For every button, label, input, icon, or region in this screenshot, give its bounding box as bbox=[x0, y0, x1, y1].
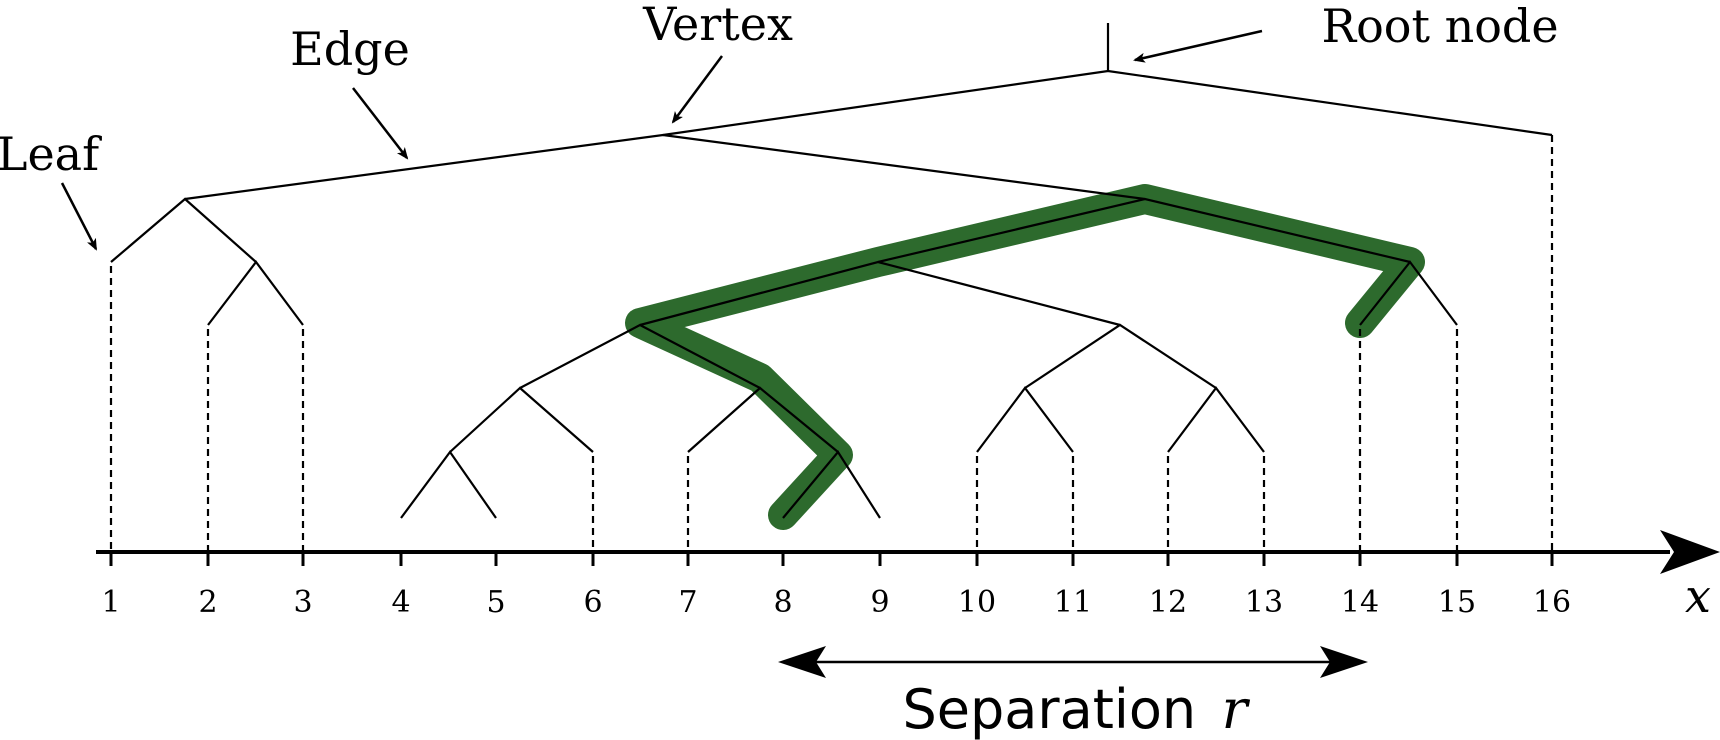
vertex-4-5 bbox=[400, 450, 497, 519]
root-node-label: Root node bbox=[1321, 0, 1558, 53]
tick-label: 13 bbox=[1245, 585, 1283, 620]
vertex-8-9 bbox=[782, 450, 881, 519]
vertex-4-6 bbox=[449, 386, 594, 453]
leaf-label: Leaf bbox=[0, 127, 102, 181]
separation-word: Separation bbox=[903, 678, 1197, 740]
separation-arrowhead-left-icon bbox=[778, 646, 826, 678]
leaf-drop-lines bbox=[109, 135, 1554, 552]
axis-ticks bbox=[109, 552, 1554, 566]
tick-label: 4 bbox=[391, 585, 410, 620]
tick-label: 16 bbox=[1533, 585, 1571, 620]
tick-label: 15 bbox=[1438, 585, 1476, 620]
separation-label: Separation r bbox=[903, 678, 1251, 740]
tick-label: 6 bbox=[583, 585, 602, 620]
vertex-pointer-arrow-icon bbox=[671, 55, 724, 124]
tick-label: 5 bbox=[486, 585, 505, 620]
x-axis-label: x bbox=[1685, 569, 1711, 623]
tick-label: 8 bbox=[773, 585, 792, 620]
vertex-4-9 bbox=[519, 323, 761, 389]
tick-labels: 1 2 3 4 5 6 7 8 9 10 11 12 13 14 15 16 bbox=[101, 585, 1571, 620]
tick-label: 7 bbox=[678, 585, 697, 620]
edge-pointer-arrow-icon bbox=[352, 87, 409, 160]
vertex-label: Vertex bbox=[642, 0, 793, 51]
vertex-12-13 bbox=[1167, 386, 1265, 453]
root-node-edges bbox=[662, 69, 1553, 137]
vertex-12-edges bbox=[877, 197, 1411, 264]
tick-label: 10 bbox=[958, 585, 996, 620]
separation-variable: r bbox=[1222, 678, 1251, 740]
root-node-pointer-arrow-icon bbox=[1133, 29, 1263, 63]
vertex-9-edges bbox=[639, 260, 1121, 327]
tick-label: 2 bbox=[198, 585, 217, 620]
vertex-7-9 bbox=[687, 386, 839, 453]
vertex-10-13 bbox=[1024, 323, 1217, 389]
highlighted-path bbox=[625, 184, 1425, 530]
tick-label: 9 bbox=[870, 585, 889, 620]
x-axis-arrowhead-icon bbox=[1660, 530, 1720, 574]
tick-label: 1 bbox=[101, 585, 120, 620]
vertex-10-11 bbox=[976, 386, 1074, 453]
tick-label: 3 bbox=[293, 585, 312, 620]
edge-label: Edge bbox=[290, 22, 410, 76]
leaf-pointer-arrow-icon bbox=[60, 182, 98, 251]
subtree-2-3 bbox=[207, 260, 304, 326]
tree-edges bbox=[110, 23, 1553, 519]
tick-label: 14 bbox=[1341, 585, 1379, 620]
tick-label: 11 bbox=[1054, 585, 1092, 620]
separation-arrowhead-right-icon bbox=[1320, 646, 1368, 678]
subtree-1-3 bbox=[110, 197, 257, 263]
vertex-edges bbox=[184, 133, 1146, 201]
tick-label: 12 bbox=[1149, 585, 1187, 620]
vertex-14-15 bbox=[1359, 260, 1458, 326]
